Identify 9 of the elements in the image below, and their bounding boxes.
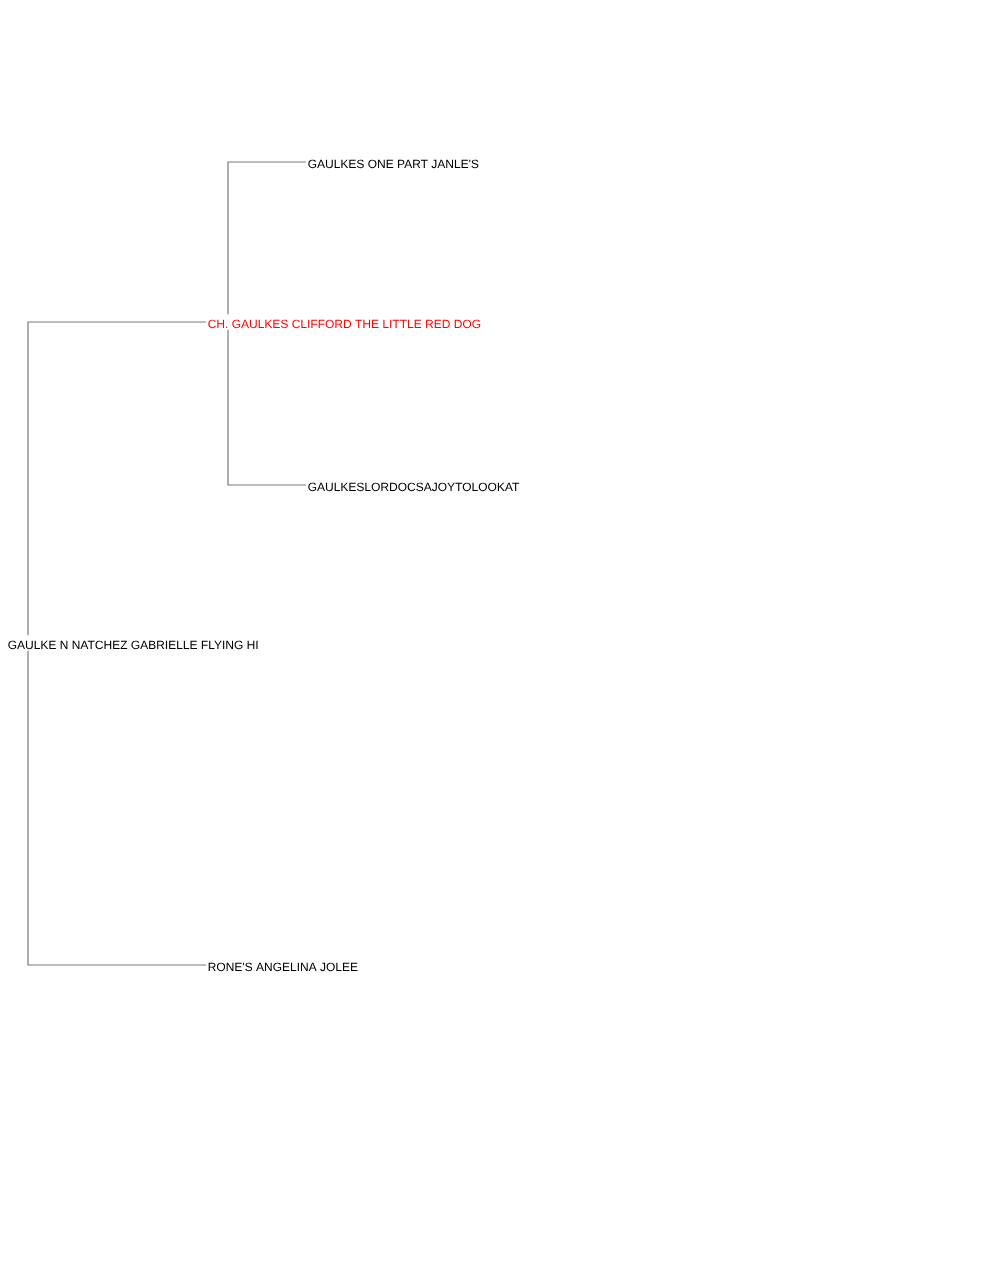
connector-line — [27, 650, 207, 966]
connector-line — [227, 329, 307, 486]
name-label: GAULKE N NATCHEZ GABRIELLE FLYING HI — [8, 640, 258, 650]
name-label: GAULKES ONE PART JANLE'S — [308, 159, 479, 169]
name-label: CH. GAULKES CLIFFORD THE LITTLE RED DOG — [208, 319, 481, 329]
name-label: RONE'S ANGELINA JOLEE — [208, 962, 358, 972]
connector-line — [227, 161, 307, 315]
name-label: GAULKESLORDOCSAJOYTOLOOKAT — [308, 482, 520, 492]
connector-line — [27, 321, 207, 636]
